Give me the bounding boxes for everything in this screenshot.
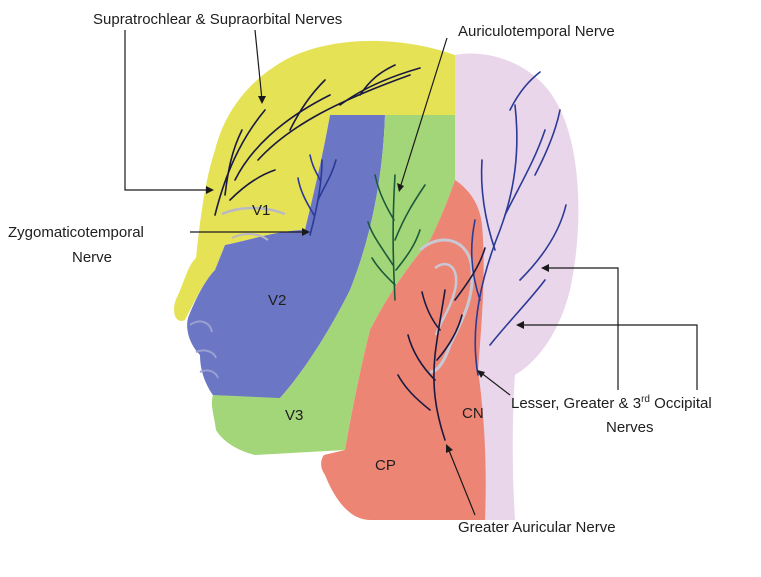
region-label-v1: V1 — [252, 202, 270, 219]
label-zygomaticotemporal-line2: Nerve — [72, 249, 112, 266]
region-label-cp: CP — [375, 457, 396, 474]
label-occipital-line1: Lesser, Greater & 3rd Occipital — [511, 394, 712, 412]
label-occipital-line2: Nerves — [606, 419, 654, 436]
label-occipital-part-a: Lesser, Greater & 3 — [511, 395, 641, 412]
leader-supratrochlear — [125, 30, 210, 190]
region-label-v3: V3 — [285, 407, 303, 424]
region-label-v2: V2 — [268, 292, 286, 309]
label-occipital-superscript: rd — [641, 394, 650, 405]
label-greater-auricular: Greater Auricular Nerve — [458, 519, 616, 536]
label-zygomaticotemporal-line1: Zygomaticotemporal — [8, 224, 144, 241]
label-auriculotemporal: Auriculotemporal Nerve — [458, 23, 615, 40]
label-occipital-part-b: Occipital — [650, 395, 712, 412]
regions — [174, 41, 578, 520]
region-label-cn: CN — [462, 405, 484, 422]
label-supratrochlear-supraorbital: Supratrochlear & Supraorbital Nerves — [93, 11, 342, 28]
